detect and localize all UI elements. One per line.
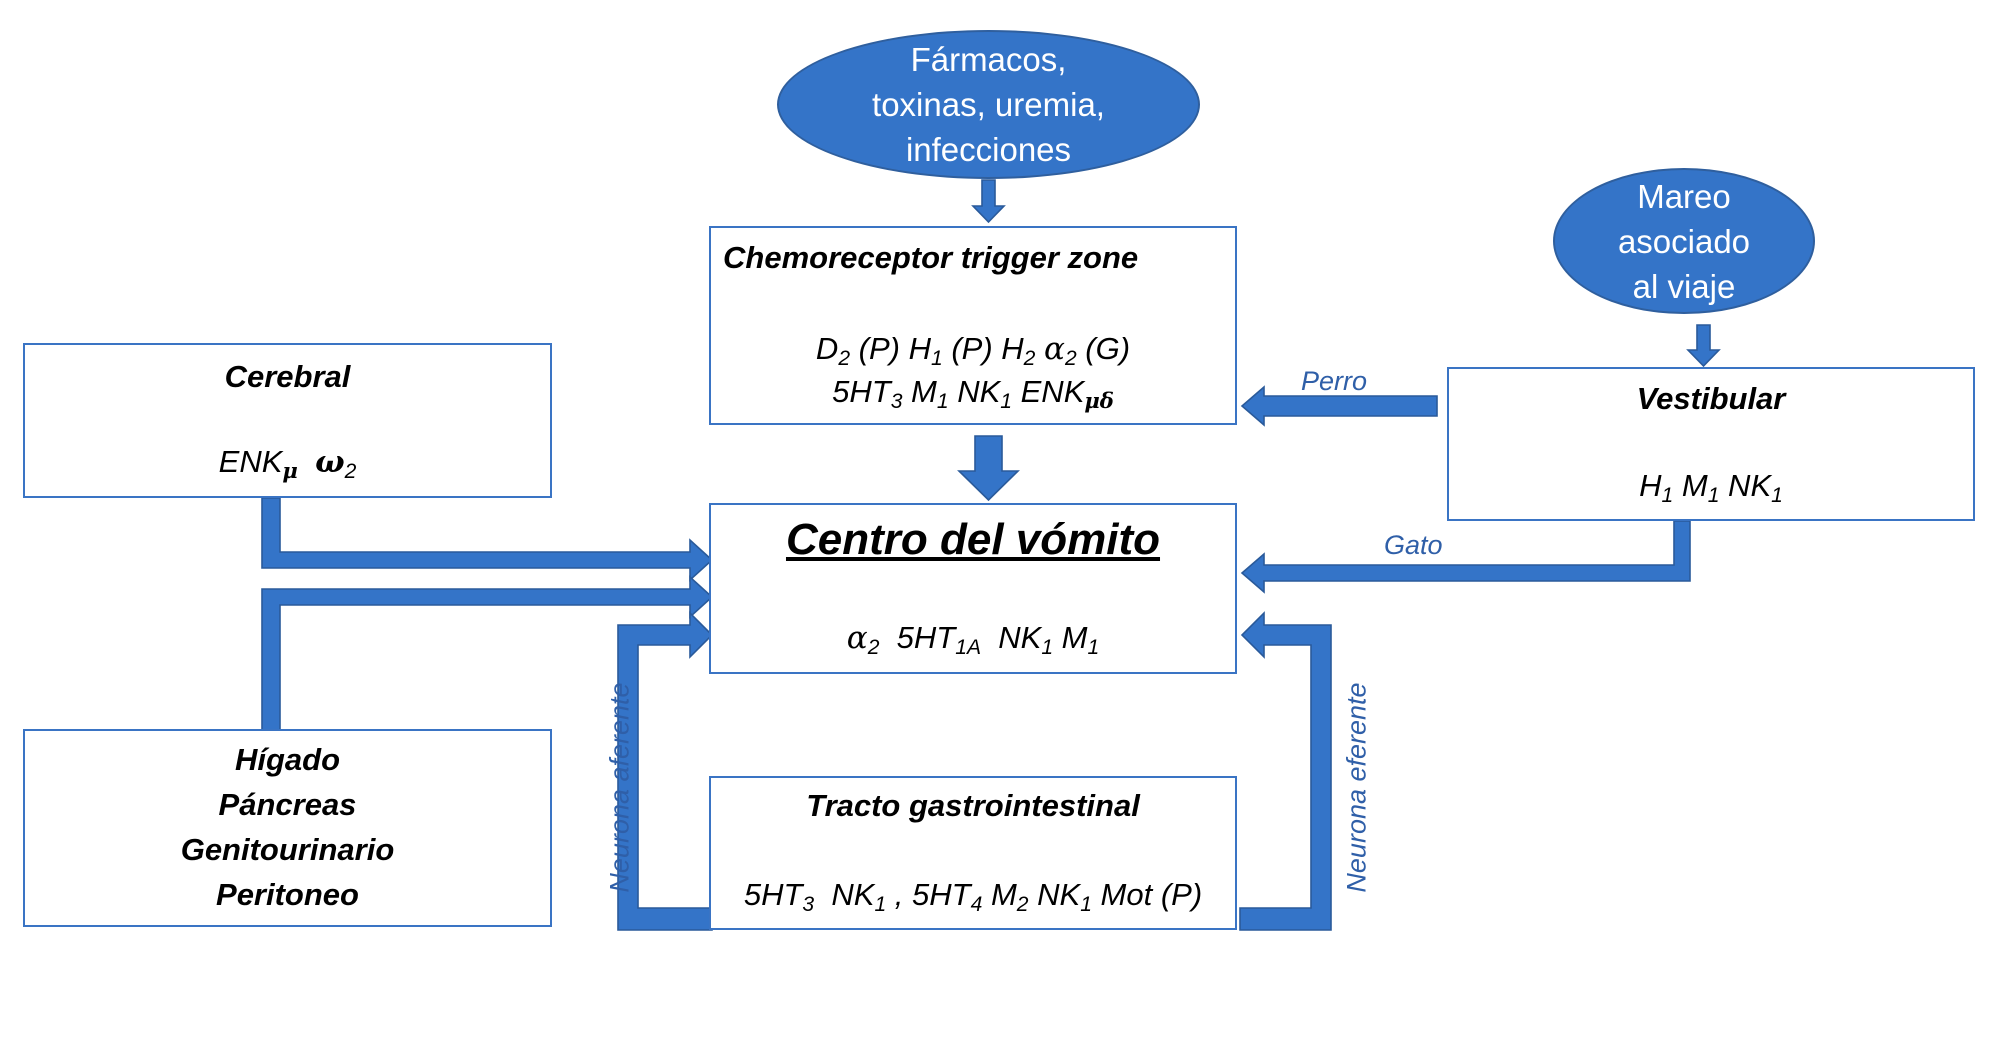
box-cerebral: Cerebral ENKμ ω2 — [23, 343, 552, 498]
arrow-mareo-to-vestibular — [1686, 324, 1721, 368]
label-neurona-aferente: Neurona aferente — [604, 682, 635, 893]
tracto-receptors: 5HT3 NK1 , 5HT4 M2 NK1 Mot (P) — [743, 877, 1203, 916]
box-visceral-organs: Hígado Páncreas Genitourinario Peritoneo — [23, 729, 552, 927]
oval-farmacos-line-2: toxinas, uremia, — [872, 86, 1105, 123]
arrow-ctz-to-centro — [957, 435, 1020, 502]
label-gato: Gato — [1384, 530, 1443, 560]
vestibular-title: Vestibular — [1636, 381, 1786, 416]
organ-genitourinario: Genitourinario — [180, 832, 395, 867]
ctz-receptors-line-2: 5HT3 M1 NK1 ENKμδ — [832, 374, 1114, 413]
oval-farmacos-line-1: Fármacos, — [910, 41, 1067, 78]
ctz-receptors-line-1: D2 (P) H1 (P) H2 α2 (G) — [815, 331, 1131, 370]
oval-farmacos-line-3: infecciones — [905, 131, 1072, 168]
arrow-vestibular-to-centro — [1240, 520, 1691, 594]
organ-pancreas: Páncreas — [218, 787, 357, 822]
label-perro: Perro — [1301, 366, 1368, 396]
centro-receptors: α2 5HT1A NK1 M1 — [846, 620, 1100, 659]
box-chemoreceptor-trigger-zone: Chemoreceptor trigger zone D2 (P) H1 (P)… — [709, 226, 1237, 425]
cerebral-receptors: ENKμ ω2 — [218, 444, 357, 483]
oval-farmacos: Fármacos, toxinas, uremia, infecciones — [777, 30, 1200, 179]
tracto-title: Tracto gastrointestinal — [806, 788, 1140, 823]
ctz-title: Chemoreceptor trigger zone — [723, 240, 1139, 275]
cerebral-title: Cerebral — [224, 359, 351, 394]
oval-mareo-line-2: asociado — [1617, 222, 1751, 260]
arrow-vestibular-to-ctz — [1240, 385, 1438, 427]
organ-peritoneo: Peritoneo — [216, 877, 359, 912]
box-tracto-gastrointestinal: Tracto gastrointestinal 5HT3 NK1 , 5HT4 … — [709, 776, 1237, 930]
arrow-aferente — [617, 611, 714, 931]
box-vestibular: Vestibular H1 M1 NK1 — [1447, 367, 1975, 521]
arrow-farmacos-to-ctz — [971, 179, 1006, 224]
arrow-eferente — [1239, 611, 1332, 931]
vestibular-receptors: H1 M1 NK1 — [1639, 468, 1783, 507]
arrow-cerebral-to-centro — [261, 497, 714, 582]
centro-title: Centro del vómito — [785, 515, 1161, 564]
oval-mareo-line-1: Mareo — [1637, 177, 1731, 215]
oval-mareo: Mareo asociado al viaje — [1553, 168, 1815, 314]
box-centro-del-vomito: Centro del vómito α2 5HT1A NK1 M1 — [709, 503, 1237, 674]
label-neurona-eferente: Neurona eferente — [1341, 682, 1372, 893]
oval-mareo-line-3: al viaje — [1632, 267, 1736, 305]
organ-higado: Hígado — [234, 742, 341, 777]
arrow-higado-to-centro — [261, 575, 714, 731]
